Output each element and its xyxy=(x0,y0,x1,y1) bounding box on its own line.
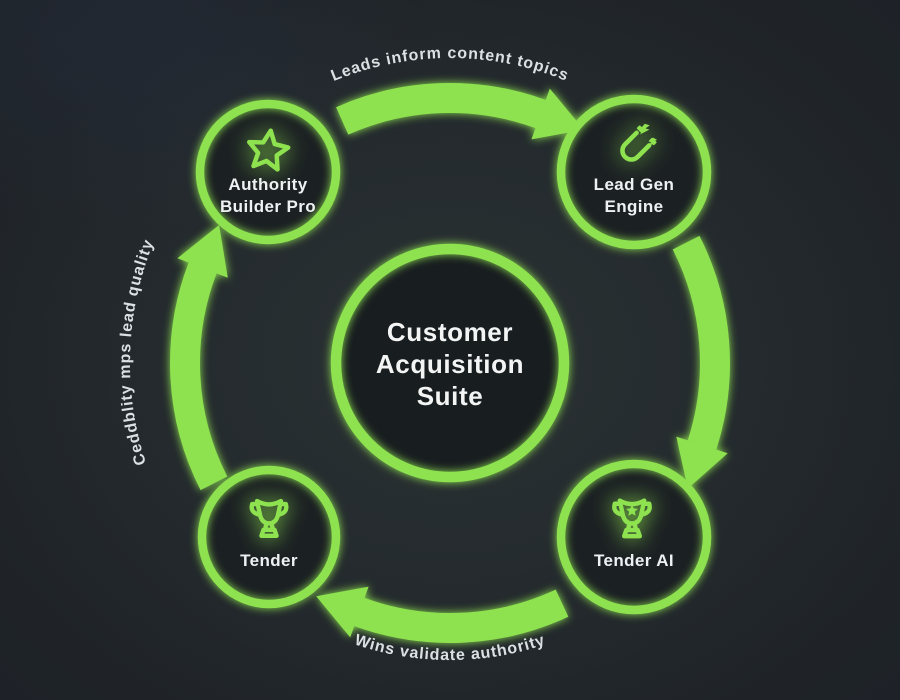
arrow-left xyxy=(170,225,228,491)
arrow-top xyxy=(336,83,584,140)
center-hub-fill xyxy=(336,249,564,477)
node-label-line2: Builder Pro xyxy=(220,197,316,216)
spark-bolt-icon xyxy=(639,123,650,135)
arrow-top-body xyxy=(336,83,546,135)
node-label-line1: Tender AI xyxy=(594,551,674,570)
arrow-bottom-body xyxy=(354,589,569,643)
arrow-bottom xyxy=(316,586,569,643)
trophy-cup xyxy=(254,498,284,526)
arrow-bottom-head-icon xyxy=(316,586,369,638)
diagram-title-line1: Customer xyxy=(387,317,513,347)
node-label-line2: Engine xyxy=(604,197,663,216)
arrow-right-head-icon xyxy=(676,436,728,489)
node-label-line1: Lead Gen xyxy=(594,175,675,194)
node-tender: Tender xyxy=(197,465,341,609)
node-label-line1: Authority xyxy=(228,175,307,194)
node-authority-builder-pro: Authority Builder Pro xyxy=(195,99,341,245)
magnet-icon xyxy=(620,123,658,162)
spark-bolt-icon xyxy=(646,137,658,146)
node-ring xyxy=(195,99,341,245)
trophy-star-icon xyxy=(612,498,652,539)
arrow-top-head-icon xyxy=(531,88,584,140)
trophy-handle xyxy=(639,501,652,517)
trophy-cup xyxy=(617,498,647,526)
trophy-base xyxy=(259,527,279,538)
arrow-right-body xyxy=(672,235,730,450)
arrow-right xyxy=(672,235,730,489)
trophy-handle xyxy=(249,501,262,517)
magnet-pole-cap xyxy=(636,125,645,133)
trophy-base xyxy=(622,527,642,539)
node-fill xyxy=(200,104,336,240)
node-ring xyxy=(556,459,712,615)
arrow-left-head-icon xyxy=(177,225,228,278)
trophy-icon xyxy=(249,498,289,538)
flow-label-top: Leads inform content topics xyxy=(329,45,572,85)
node-fill xyxy=(561,99,707,245)
node-tender-ai: Tender AI xyxy=(556,459,712,615)
node-ring xyxy=(197,465,341,609)
magnet-u-shape xyxy=(620,130,652,162)
diagram-title-line3: Suite xyxy=(417,381,484,411)
trophy-star xyxy=(626,504,638,516)
trophy-handle xyxy=(612,501,625,517)
star-outline xyxy=(247,128,291,172)
center-hub: Customer Acquisition Suite xyxy=(330,243,570,483)
star-icon xyxy=(247,128,291,172)
flow-label-left: Ceddblity mps lead quality xyxy=(117,237,158,467)
node-lead-gen-engine: Lead Gen Engine xyxy=(556,94,712,250)
diagram-title-line2: Acquisition xyxy=(376,349,524,379)
trophy-handle xyxy=(276,501,289,517)
node-ring xyxy=(556,94,712,250)
node-label-line1: Tender xyxy=(240,551,298,570)
arrow-left-body xyxy=(170,262,228,491)
center-hub-ring xyxy=(330,243,570,483)
